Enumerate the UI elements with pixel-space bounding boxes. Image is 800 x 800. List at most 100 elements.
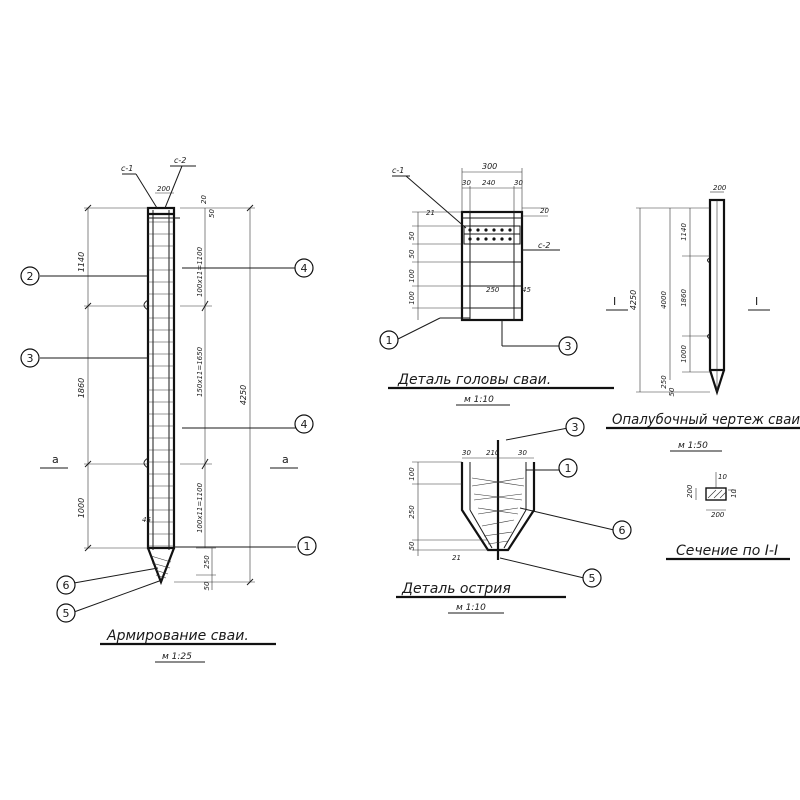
section-a-right: а	[282, 453, 289, 466]
cut-I-right: I	[755, 295, 758, 308]
spacing-top: 100х11=1100	[196, 246, 204, 297]
head-detail-view: 300 30 240 30 50 50 100 100 21 20 250 45…	[379, 162, 614, 406]
svg-text:3: 3	[572, 421, 579, 434]
head-dim-50b: 50	[408, 249, 416, 258]
dim-45: 45	[142, 516, 151, 524]
head-dim-50: 50	[408, 231, 416, 240]
dim-1860: 1860	[77, 378, 86, 398]
dim-1140: 1140	[77, 252, 86, 272]
callout-6-tip: 6	[612, 520, 632, 540]
scale-reinforcement: м 1:25	[162, 652, 192, 662]
callout-1-tip: 1	[558, 458, 578, 478]
dim-top-20: 20	[200, 195, 208, 204]
head-body	[460, 210, 524, 322]
sec-dim-200b: 200	[686, 484, 694, 498]
form-dim-200: 200	[713, 184, 727, 192]
dim-4250: 4250	[239, 385, 248, 405]
sec-dim-10: 10	[718, 473, 727, 481]
tip-dim-210: 210	[486, 449, 500, 457]
scale-formwork: м 1:50	[678, 441, 708, 451]
spacing-mid: 150х11=1650	[196, 346, 204, 397]
head-dim-30a: 30	[462, 179, 471, 187]
section-a-left: а	[52, 453, 59, 466]
sec-dim-10b: 10	[730, 489, 738, 498]
form-dim-1000: 1000	[680, 345, 688, 363]
svg-text:2: 2	[27, 270, 34, 283]
mark-c1: с-1	[121, 164, 133, 173]
head-dim-100: 100	[408, 269, 416, 283]
svg-text:6: 6	[63, 579, 70, 592]
title-head-detail: Деталь головы сваи.	[397, 372, 551, 388]
svg-text:1: 1	[386, 334, 393, 347]
svg-text:3: 3	[565, 340, 572, 353]
head-dim-30b: 30	[514, 179, 523, 187]
svg-text:1: 1	[565, 462, 572, 475]
svg-text:4: 4	[301, 418, 308, 431]
tip-dim-30a: 30	[462, 449, 471, 457]
callout-3-tip: 3	[565, 417, 585, 437]
head-dim-45: 45	[522, 286, 531, 294]
svg-text:1: 1	[304, 540, 311, 553]
sec-dim-200: 200	[711, 511, 725, 519]
tip-dim-30b: 30	[518, 449, 527, 457]
cut-I-left: I	[613, 295, 616, 308]
dim-pile-width: 200	[157, 185, 171, 193]
mark-c2: с-2	[174, 156, 186, 165]
head-mark-c2: с-2	[538, 241, 550, 250]
stirrups	[148, 221, 174, 547]
svg-text:5: 5	[63, 607, 70, 620]
callout-5-left: 5	[56, 603, 76, 623]
dim-top-50: 50	[208, 209, 216, 218]
spacing-bottom: 100х11=1100	[196, 482, 204, 533]
pile-reinforcement-view: 1140 1860 1000 100х11=1100 150х11=1650 1…	[20, 156, 317, 663]
scale-tip-detail: м 1:10	[456, 603, 486, 613]
title-tip-detail: Деталь острия	[401, 581, 511, 597]
lifting-loop-upper	[143, 299, 149, 311]
form-dim-1140: 1140	[680, 223, 688, 241]
lifting-loop-lower	[143, 457, 149, 469]
section-view: 200 200 10 10 Сечение по I-I	[666, 472, 790, 561]
form-dim-50: 50	[668, 387, 676, 396]
title-formwork: Опалубочный чертеж сваи	[612, 412, 800, 428]
form-dim-1860: 1860	[680, 289, 688, 307]
dim-tip-50: 50	[203, 581, 211, 590]
callout-4-lower: 4	[294, 414, 314, 434]
head-dim-240: 240	[482, 179, 496, 187]
title-section: Сечение по I-I	[676, 543, 778, 559]
head-dim-21: 21	[426, 209, 435, 217]
tip-dim-100: 100	[408, 467, 416, 481]
form-dim-250: 250	[660, 375, 668, 389]
formwork-view: 200 4250 1140 1860 1000 4000 250 50 I I …	[606, 184, 800, 452]
head-mark-c1: с-1	[392, 166, 404, 175]
head-mesh	[463, 225, 521, 245]
title-reinforcement: Армирование сваи.	[106, 628, 249, 644]
dim-tip-250: 250	[203, 555, 211, 569]
head-dim-100b: 100	[408, 291, 416, 305]
section-rect	[705, 487, 727, 501]
callout-1-left: 1	[297, 536, 317, 556]
tip-dim-50: 50	[408, 541, 416, 550]
callout-2-left: 2	[20, 266, 40, 286]
tip-dim-21: 21	[452, 554, 461, 562]
svg-text:3: 3	[27, 352, 34, 365]
head-dim-250: 250	[486, 286, 500, 294]
tip-detail-view: 30 210 30 100 250 50 21 3 1 6 5	[396, 417, 632, 614]
form-dim-4000: 4000	[660, 291, 668, 309]
pile-tip	[146, 547, 176, 586]
callout-3-left: 3	[20, 348, 40, 368]
callout-3-head: 3	[558, 336, 578, 356]
scale-head-detail: м 1:10	[464, 395, 494, 405]
svg-text:5: 5	[589, 572, 596, 585]
svg-text:4: 4	[301, 262, 308, 275]
head-dim-300: 300	[482, 162, 497, 171]
tip-dim-250: 250	[408, 505, 416, 519]
dim-1000: 1000	[77, 498, 86, 518]
head-dim-20: 20	[540, 207, 549, 215]
callout-4-upper: 4	[294, 258, 314, 278]
callout-5-tip: 5	[582, 568, 602, 588]
form-dim-4250: 4250	[629, 290, 638, 310]
callout-1-head: 1	[379, 330, 399, 350]
callout-6-left: 6	[56, 575, 76, 595]
svg-text:6: 6	[619, 524, 626, 537]
